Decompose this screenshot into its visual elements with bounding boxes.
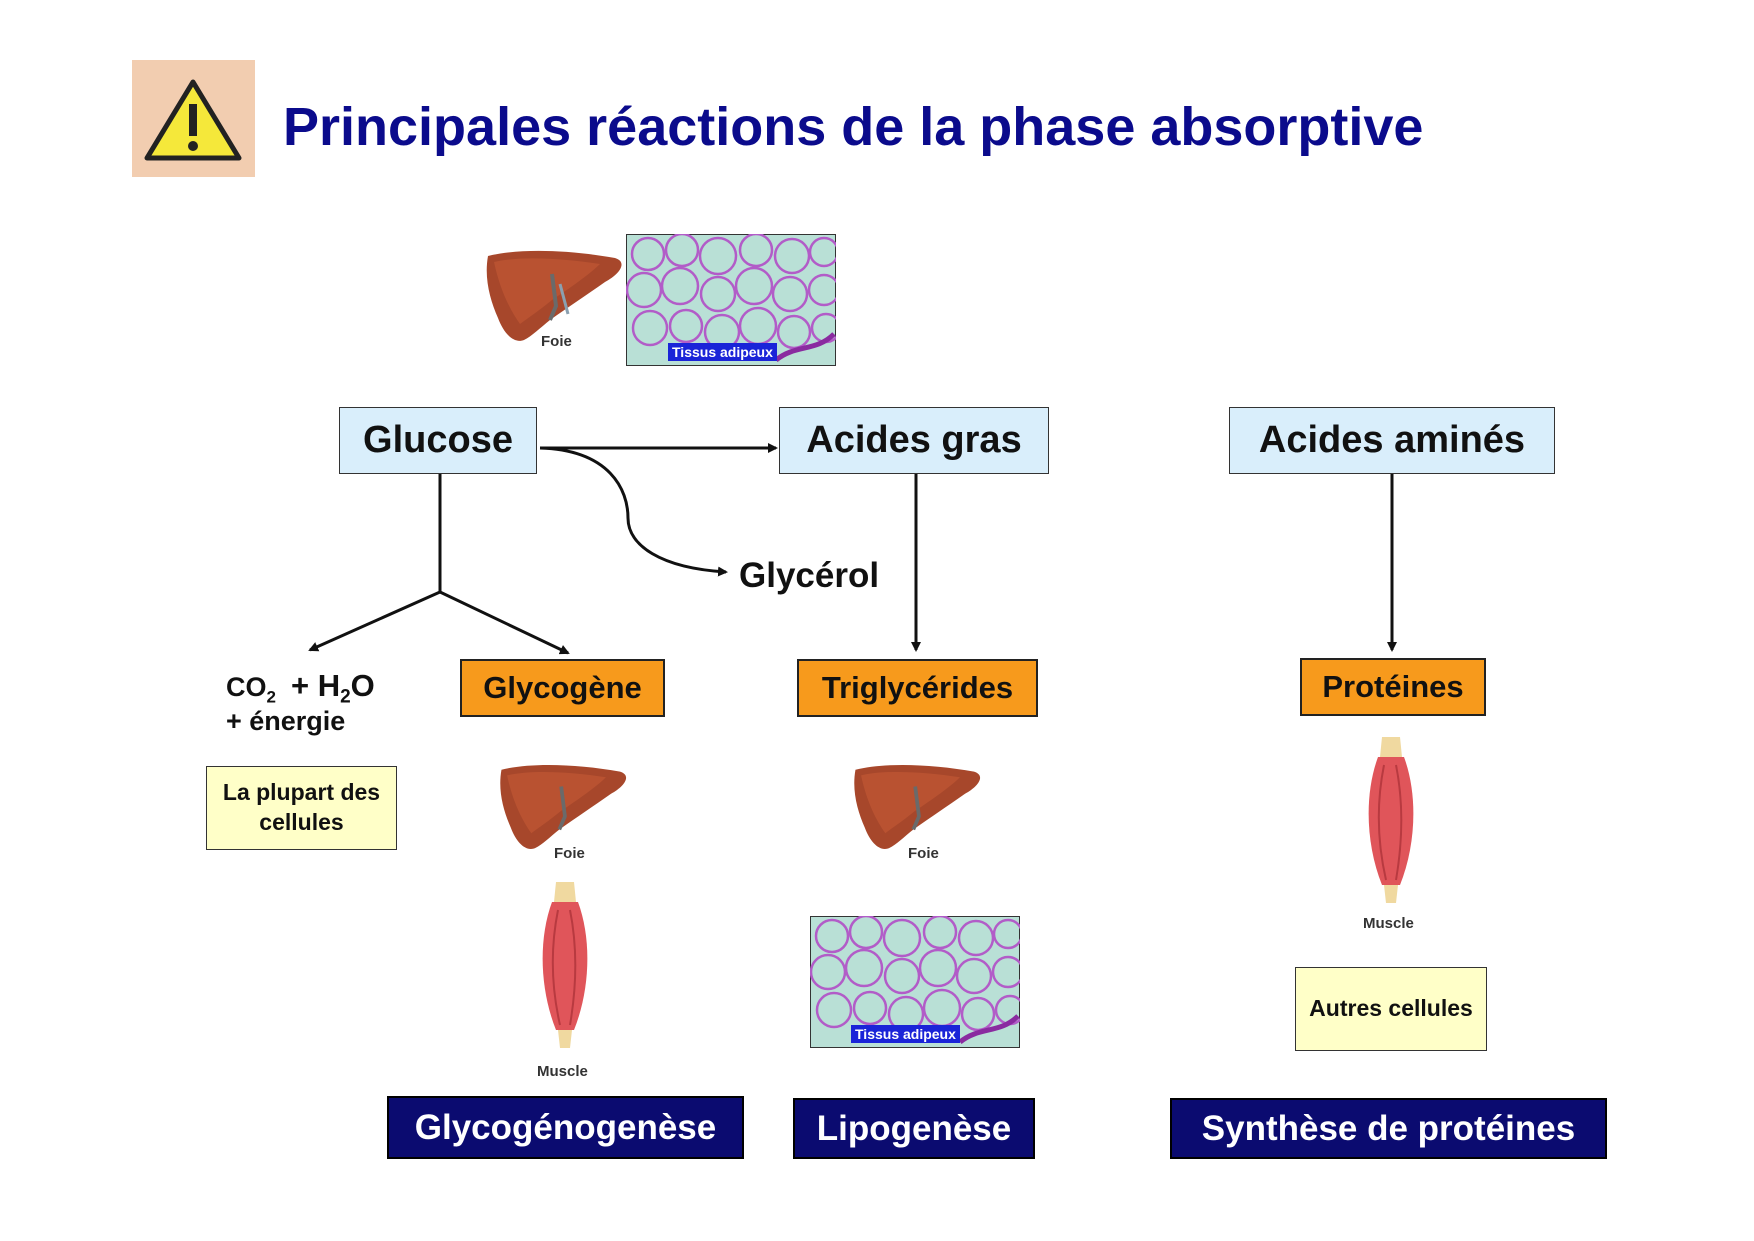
co2-label: CO	[226, 672, 267, 702]
h2o-label: + H	[290, 668, 341, 703]
liver-icon	[500, 764, 627, 849]
oxidation-products: CO2 + H2O	[226, 668, 375, 708]
protein-synthesis-box: Synthèse de protéines	[1170, 1098, 1607, 1159]
page-title: Principales réactions de la phase absorp…	[283, 97, 1424, 157]
glycogen-box: Glycogène	[460, 659, 665, 717]
warning-triangle-icon	[144, 79, 242, 161]
lipogenesis-box: Lipogenèse	[793, 1098, 1035, 1159]
most-cells-box: La plupart des cellules	[206, 766, 397, 850]
glucose-to-oxidation-arrow	[308, 590, 441, 652]
liver-caption: Foie	[541, 333, 572, 350]
glucose-to-glycogen-arrow	[439, 590, 570, 655]
other-cells-box: Autres cellules	[1295, 967, 1487, 1051]
fatty-acids-box: Acides gras	[779, 407, 1049, 474]
glycerol-label: Glycérol	[739, 556, 880, 595]
glucose-box: Glucose	[339, 407, 537, 474]
liver-icon	[854, 764, 981, 849]
proteins-box: Protéines	[1300, 658, 1486, 716]
liver-caption: Foie	[908, 845, 939, 862]
adipose-caption: Tissus adipeux	[851, 1025, 960, 1043]
warning-icon-tile	[132, 60, 255, 177]
liver-icon	[486, 250, 622, 341]
oxygen-label: O	[350, 668, 375, 703]
adipose-caption: Tissus adipeux	[668, 343, 777, 361]
liver-caption: Foie	[554, 845, 585, 862]
amino-acids-box: Acides aminés	[1229, 407, 1555, 474]
muscle-icon	[542, 882, 588, 1048]
muscle-caption: Muscle	[1363, 915, 1414, 932]
muscle-icon	[1368, 737, 1414, 903]
energy-label: + énergie	[226, 706, 346, 736]
glycogenogenesis-box: Glycogénogenèse	[387, 1096, 744, 1159]
co2-subscript: 2	[266, 687, 276, 707]
muscle-caption: Muscle	[537, 1063, 588, 1080]
h2o-subscript: 2	[340, 686, 351, 708]
glucose-to-glycerol-arrow	[539, 446, 728, 577]
triglycerides-box: Triglycérides	[797, 659, 1038, 717]
